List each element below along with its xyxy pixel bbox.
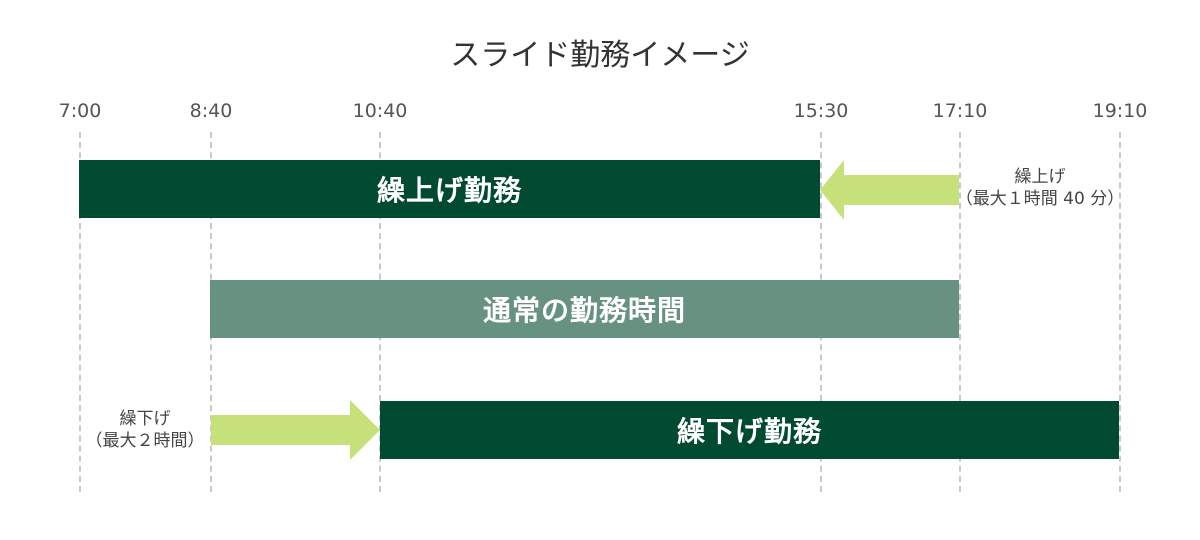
early-shift-label: 繰上げ勤務 <box>376 174 522 207</box>
late-shift-label: 繰下げ勤務 <box>676 415 822 448</box>
early-shift-bar: 繰上げ勤務 <box>79 160 820 218</box>
time-label-1910: 19:10 <box>1092 100 1148 122</box>
time-label-1710: 17:10 <box>932 100 988 122</box>
late-shift-bar: 繰下げ勤務 <box>380 401 1119 459</box>
diagram-title: スライド勤務イメージ <box>450 38 750 73</box>
time-label-1040: 10:40 <box>352 100 408 122</box>
early-shift-note: 繰上げ （最大１時間 40 分） <box>950 166 1130 210</box>
right-arrow-icon <box>211 400 380 460</box>
guide-line-0700 <box>79 132 81 492</box>
guide-line-1710 <box>959 132 961 492</box>
late-note-line1: 繰下げ <box>119 409 171 429</box>
late-shift-note: 繰下げ （最大２時間） <box>70 408 220 452</box>
early-note-line2: （最大１時間 40 分） <box>955 189 1125 209</box>
time-label-1530: 15:30 <box>793 100 849 122</box>
normal-shift-label: 通常の勤務時間 <box>482 294 686 327</box>
guide-line-1910 <box>1119 132 1121 492</box>
left-arrow-icon <box>820 160 959 220</box>
early-note-line1: 繰上げ <box>1014 167 1066 187</box>
time-label-0840: 8:40 <box>189 100 233 122</box>
normal-shift-bar: 通常の勤務時間 <box>210 280 959 338</box>
time-label-0700: 7:00 <box>58 100 102 122</box>
late-note-line2: （最大２時間） <box>85 431 205 451</box>
